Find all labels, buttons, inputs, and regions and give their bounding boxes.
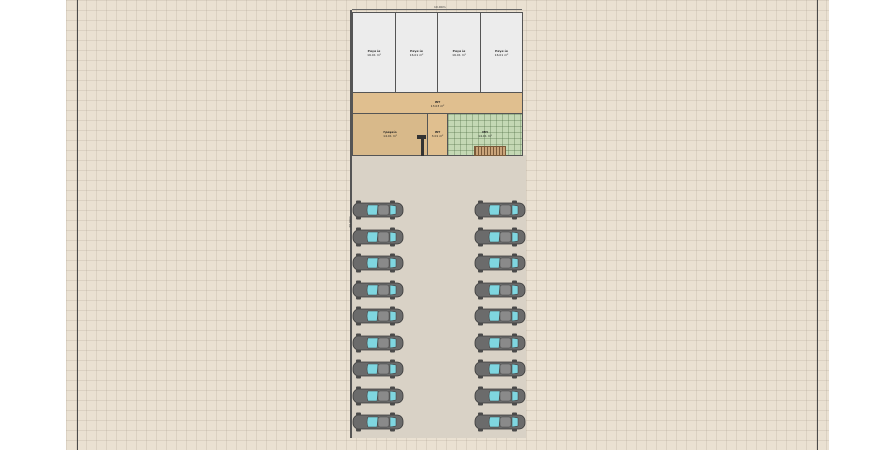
parked-car-icon xyxy=(352,279,404,300)
parked-car-icon xyxy=(352,226,404,247)
parked-car-icon xyxy=(352,412,404,432)
parked-car-icon xyxy=(474,226,526,247)
parked-car-icon xyxy=(352,200,404,220)
parked-car-icon xyxy=(474,200,526,220)
parked-car-icon xyxy=(474,385,526,406)
door-fixture xyxy=(421,139,424,156)
parked-car-icon xyxy=(352,359,404,379)
parked-car-icon xyxy=(474,279,526,300)
parked-car-icon xyxy=(474,306,526,326)
parked-car-icon xyxy=(474,332,526,353)
parked-car-icon xyxy=(352,385,404,406)
parked-car-icon xyxy=(474,412,526,432)
parked-car-icon xyxy=(474,359,526,379)
plan-boundary-left xyxy=(77,0,78,450)
building-wall-left xyxy=(350,10,352,438)
bath-counter xyxy=(474,146,506,156)
plan-boundary-right xyxy=(817,0,818,450)
dimension-top: 10.00m xyxy=(434,5,446,9)
staircase-fixture xyxy=(417,135,426,139)
dimension-line-top xyxy=(352,9,522,10)
parked-car-icon xyxy=(474,253,526,273)
parked-car-icon xyxy=(352,332,404,353)
parked-car-icon xyxy=(352,253,404,273)
parked-car-icon xyxy=(352,306,404,326)
